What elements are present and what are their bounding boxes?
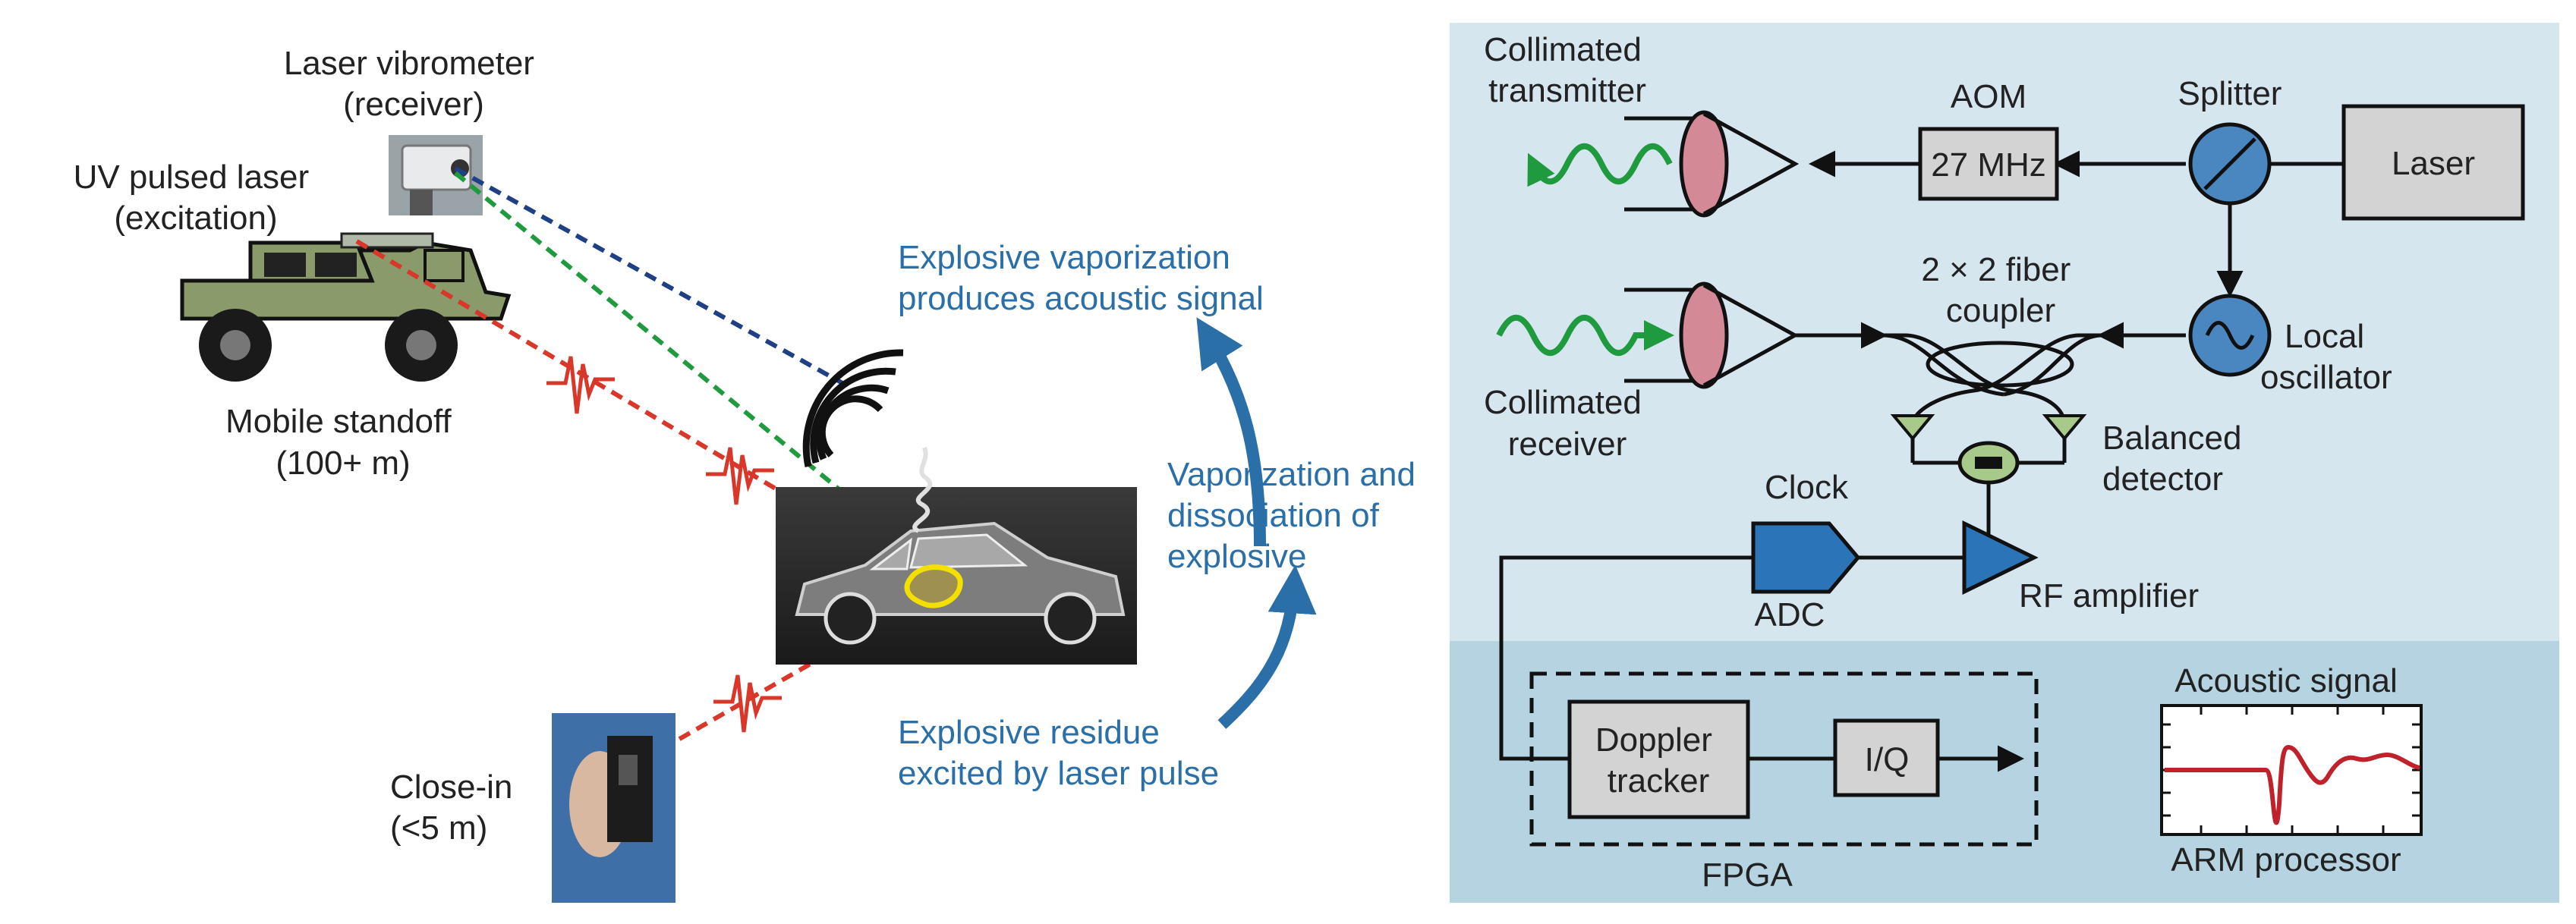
collimated-transmitter-label: Collimated transmitter bbox=[1484, 31, 1651, 109]
close-in-beam-red bbox=[644, 592, 937, 761]
fiber-coupler bbox=[1795, 322, 2186, 440]
fiber-coupler-label: 2 × 2 fiber coupler bbox=[1921, 251, 2080, 329]
collimated-receiver-label: Collimated receiver bbox=[1484, 384, 1651, 463]
xray-car-image bbox=[776, 446, 1137, 665]
vaporization-acoustic-label: Explosive vaporization produces acoustic… bbox=[898, 239, 1264, 317]
transmitted-light-wave bbox=[1527, 143, 1673, 187]
close-in-device-image bbox=[552, 713, 675, 903]
mobile-standoff-label: Mobile standoff (100+ m) bbox=[225, 403, 461, 482]
vibrometer-beam-green bbox=[454, 171, 946, 579]
aom-frequency: 27 MHz bbox=[1931, 146, 2046, 184]
doppler-tracker-box bbox=[1567, 699, 1750, 819]
vaporization-arrow-up bbox=[1196, 317, 1266, 547]
adc-to-doppler-line bbox=[1499, 555, 1753, 761]
local-oscillator-label: Local oscillator bbox=[2260, 318, 2392, 396]
residue-excited-label: Explosive residue excited by laser pulse bbox=[898, 714, 1219, 792]
rf-amplifier-label: RF amplifier bbox=[2019, 577, 2199, 614]
iq-box bbox=[1833, 718, 1940, 797]
laser-vibrometer-label: Laser vibrometer (receiver) bbox=[284, 45, 543, 123]
doppler-tracker-label: Doppler tracker bbox=[1595, 721, 1721, 800]
clock-label: Clock bbox=[1765, 469, 1849, 506]
splitter-mirror bbox=[2203, 137, 2256, 190]
sine-wave-icon bbox=[2205, 321, 2255, 350]
left-panel: Laser vibrometer (receiver) UV pulsed la… bbox=[74, 45, 1425, 903]
laser-label: Laser bbox=[2392, 145, 2475, 182]
aom-label: AOM bbox=[1951, 78, 2026, 115]
vaporization-arrow-lower bbox=[1217, 564, 1317, 729]
acoustic-signal-label: Acoustic signal bbox=[2174, 662, 2397, 699]
laser-pulse-icon bbox=[706, 447, 774, 505]
laser-pulse-icon bbox=[713, 674, 782, 733]
arm-processor-label: ARM processor bbox=[2171, 841, 2401, 878]
adc-icon bbox=[1751, 521, 1861, 594]
laser-box bbox=[2341, 104, 2525, 221]
uv-pulsed-laser-label: UV pulsed laser (excitation) bbox=[74, 159, 319, 237]
laser-pulse-icon bbox=[546, 356, 615, 414]
fpga-label: FPGA bbox=[1702, 856, 1793, 894]
humvee-vehicle bbox=[180, 232, 512, 382]
balanced-detector-label: Balanced detector bbox=[2102, 420, 2251, 498]
transmitter-lens bbox=[1624, 110, 1800, 218]
adc-label: ADC bbox=[1755, 596, 1825, 633]
vaporization-dissociation-label: Vaporization and dissociation of explosi… bbox=[1167, 456, 1425, 575]
iq-label: I/Q bbox=[1865, 741, 1910, 778]
acoustic-wave-icon bbox=[802, 349, 904, 467]
close-in-label: Close-in (<5 m) bbox=[390, 768, 522, 847]
laser-vibrometer-image bbox=[389, 135, 483, 215]
fpga-box bbox=[1529, 671, 2039, 847]
acoustic-signal-plot bbox=[2160, 704, 2423, 836]
right-panel: 27 MHz AOM Splitter Laser Local oscillat… bbox=[1450, 23, 2559, 903]
aom-box bbox=[1918, 127, 2059, 201]
acoustic-signal-trace bbox=[2165, 744, 2420, 825]
received-light-wave bbox=[1496, 314, 1674, 357]
vibrometer-beam-blue bbox=[454, 166, 844, 385]
splitter-label: Splitter bbox=[2178, 75, 2282, 112]
